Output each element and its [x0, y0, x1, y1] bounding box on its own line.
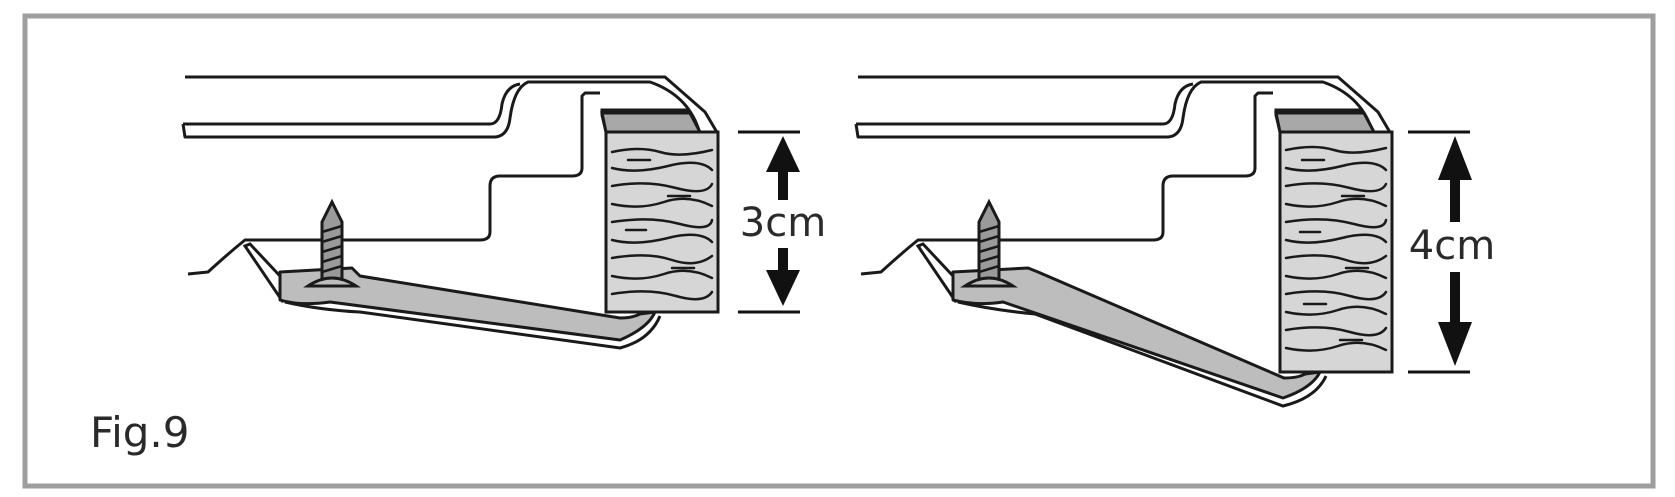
worktop-wood: [1274, 108, 1394, 374]
figure-caption: Fig.9: [90, 408, 190, 457]
hob-top-plate: [854, 75, 1393, 276]
hob-top-plate: [181, 75, 720, 276]
screw: [303, 198, 361, 288]
panel-3cm: 3cm: [181, 75, 826, 350]
worktop-wood: [600, 108, 720, 314]
thickness-label-3cm: 3cm: [740, 200, 826, 246]
mounting-bracket: [242, 242, 662, 350]
screw: [960, 198, 1018, 288]
panel-4cm: 4cm: [854, 75, 1495, 408]
thickness-dimension: [738, 130, 800, 314]
thickness-dimension: [1408, 130, 1472, 374]
thickness-label-4cm: 4cm: [1409, 223, 1495, 269]
figure-frame: [22, 13, 1656, 489]
mounting-bracket: [915, 242, 1328, 408]
